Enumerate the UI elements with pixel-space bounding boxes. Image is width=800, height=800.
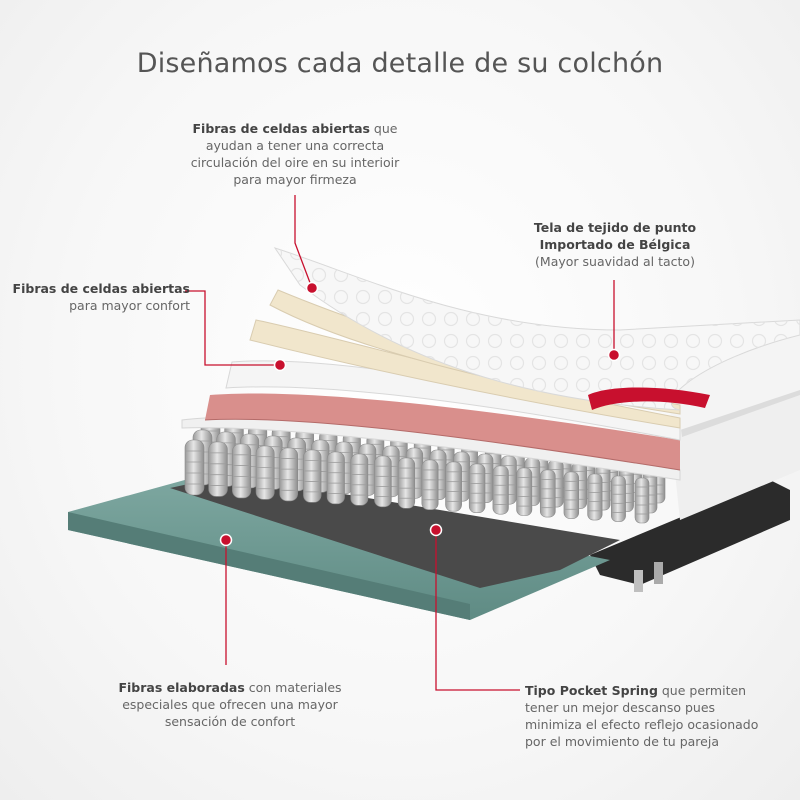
pocket-spring <box>539 469 556 518</box>
pocket-spring <box>255 445 275 500</box>
callout-left-bold: Fibras de celdas abiertas <box>12 281 190 296</box>
pocket-spring <box>611 475 626 522</box>
bed-base <box>590 480 790 592</box>
callout-lines <box>185 195 615 691</box>
callout-left: Fibras de celdas abiertas para mayor con… <box>10 280 190 314</box>
callout-right: Tela de tejido de punto Importado de Bél… <box>505 219 725 270</box>
layer-pink-foam <box>205 393 680 470</box>
callout-dot-icon <box>219 281 621 547</box>
callout-bottom-right-text: que permiten tener un mejor descanso pue… <box>525 683 759 749</box>
pocket-spring <box>374 455 392 508</box>
pocket-springs <box>184 419 666 524</box>
layer-cream-foam-1 <box>249 319 681 429</box>
page-title: Diseñamos cada detalle de su colchón <box>136 48 664 79</box>
callout-bottom-right: Tipo Pocket Spring que permiten tener un… <box>525 682 775 750</box>
pocket-spring <box>232 443 252 499</box>
callout-top-text: que ayudan a tener una correcta circulac… <box>190 121 400 187</box>
callout-left-text: para mayor confort <box>69 298 190 313</box>
pocket-spring <box>468 463 486 513</box>
callout-right-bold: Tela de tejido de punto Importado de Bél… <box>533 220 697 252</box>
pocket-spring <box>184 439 205 496</box>
pocket-spring <box>303 449 322 503</box>
pocket-spring <box>563 471 580 519</box>
callout-bottom-left: Fibras elaboradas con materiales especia… <box>110 679 350 730</box>
pocket-spring <box>397 457 416 509</box>
pocket-spring <box>445 461 462 512</box>
dark-layer <box>170 475 620 588</box>
layer-white-2 <box>225 360 681 441</box>
pocket-spring <box>587 473 603 521</box>
pocket-spring <box>634 477 650 524</box>
callout-top: Fibras de celdas abiertas que ayudan a t… <box>190 120 400 188</box>
brand-label-icon <box>588 387 710 410</box>
callout-bottom-left-text: con materiales especiales que ofrecen un… <box>122 680 342 729</box>
callout-top-bold: Fibras de celdas abiertas <box>192 121 370 136</box>
callout-bottom-right-bold: Tipo Pocket Spring <box>525 683 658 698</box>
pocket-spring <box>326 451 345 505</box>
pocket-spring <box>516 467 533 516</box>
callout-right-text: (Mayor suavidad al tacto) <box>535 254 695 269</box>
callout-bottom-left-bold: Fibras elaboradas <box>118 680 245 695</box>
pocket-spring <box>492 465 509 515</box>
pocket-spring <box>279 447 298 502</box>
pocket-spring <box>421 459 439 511</box>
pocket-spring <box>350 453 369 506</box>
pocket-spring <box>208 441 228 497</box>
